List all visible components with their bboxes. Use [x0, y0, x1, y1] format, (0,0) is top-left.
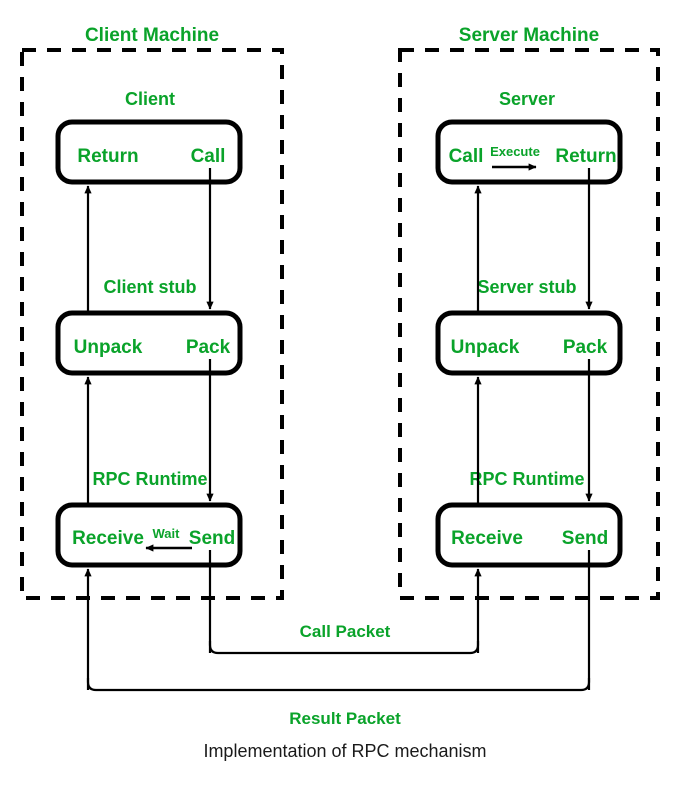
client-machine-title: Client Machine: [85, 25, 219, 46]
server-layer-title: Server: [499, 89, 555, 109]
server-rpc-runtime-title: RPC Runtime: [469, 469, 584, 489]
server-return-port: Return: [555, 146, 616, 167]
client-rpc-runtime-box[interactable]: [55, 502, 243, 568]
server-send-port: Send: [562, 528, 608, 549]
server-machine-title: Server Machine: [459, 25, 599, 46]
server-box[interactable]: [435, 119, 623, 185]
client-send-port: Send: [189, 528, 235, 549]
client-machine-boundary: [20, 48, 284, 600]
client-layer-title: Client: [125, 89, 175, 109]
client-return-port: Return: [77, 146, 138, 167]
result-packet-label: Result Packet: [289, 709, 401, 728]
client-stub-title: Client stub: [104, 277, 197, 297]
client-wait-label: Wait: [153, 526, 181, 541]
client-stub-unpack-port: Unpack: [74, 337, 143, 358]
server-machine-boundary: [398, 48, 660, 600]
server-rpc-runtime-box[interactable]: [435, 502, 623, 568]
call-packet-path: [208, 641, 480, 655]
server-stub-pack-port: Pack: [563, 337, 608, 358]
server-stub-unpack-port: Unpack: [451, 337, 520, 358]
server-receive-port: Receive: [451, 528, 523, 549]
diagram-caption: Implementation of RPC mechanism: [203, 741, 486, 761]
client-stub-box[interactable]: [55, 310, 243, 376]
server-stub-title: Server stub: [477, 277, 576, 297]
client-receive-port: Receive: [72, 528, 144, 549]
call-packet-label: Call Packet: [300, 622, 391, 641]
client-stub-pack-port: Pack: [186, 337, 231, 358]
client-box[interactable]: [55, 119, 243, 185]
server-stub-box[interactable]: [435, 310, 623, 376]
server-call-port: Call: [449, 146, 484, 167]
client-call-port: Call: [191, 146, 226, 167]
client-rpc-runtime-title: RPC Runtime: [92, 469, 207, 489]
result-packet-path: [86, 678, 591, 692]
server-execute-label: Execute: [490, 144, 540, 159]
